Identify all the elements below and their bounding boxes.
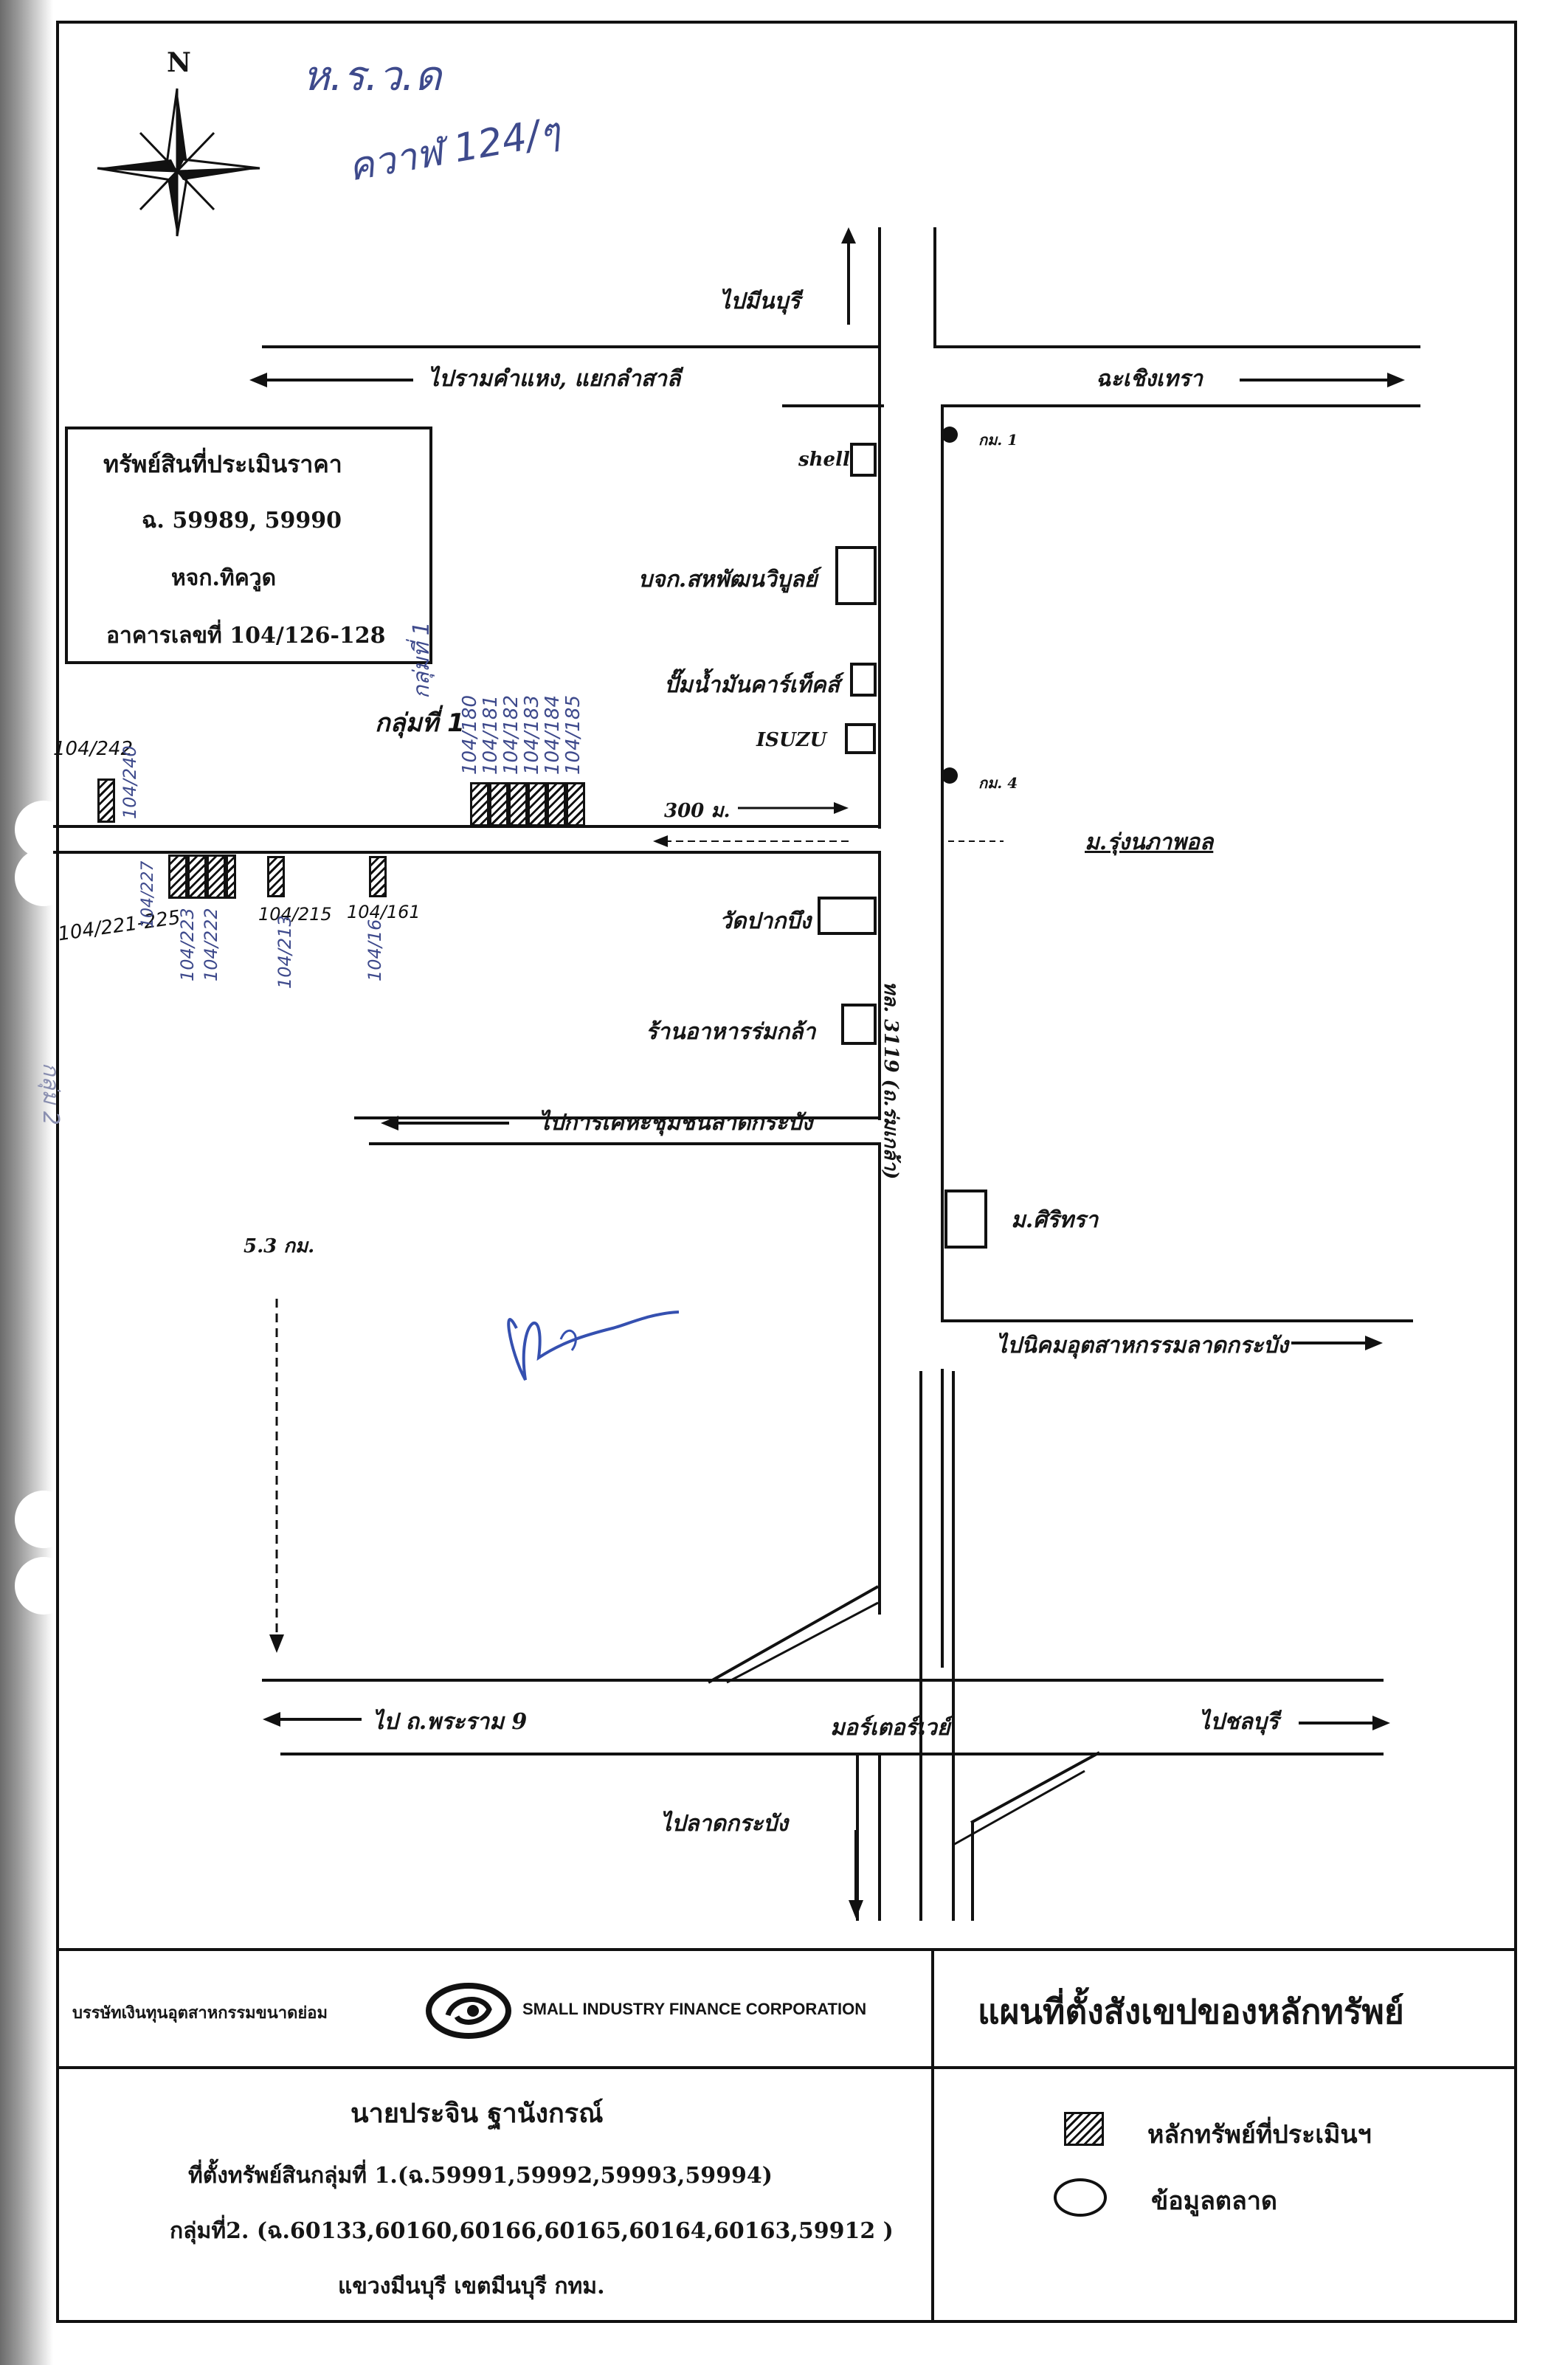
marker-isuzu bbox=[845, 723, 876, 754]
marker-shell bbox=[850, 443, 877, 477]
label-distance-300m: 300 ม. bbox=[664, 800, 731, 822]
handwritten-number: 104/213 bbox=[274, 915, 295, 989]
marker-temple bbox=[818, 897, 877, 935]
hatch-block bbox=[267, 856, 285, 897]
km-marker bbox=[942, 767, 958, 784]
label-to-chonburi: ไปชลบุรี bbox=[1199, 1709, 1279, 1735]
handwritten-note: ห.ร.ว.ด bbox=[303, 52, 442, 100]
scan-edge bbox=[0, 0, 53, 2365]
hatch-block bbox=[97, 778, 115, 823]
owner-name: นายประจิน ฐานังกรณ์ bbox=[350, 2098, 604, 2129]
legend-hatch-icon bbox=[1064, 2112, 1104, 2146]
group1-number: 104/180 bbox=[459, 694, 481, 775]
handwritten-group2: กลุ่ม 2 bbox=[38, 1063, 63, 1125]
label-to-lat-krabang-community: ไปการเคหะชุมชนลาดกระบัง bbox=[539, 1110, 813, 1136]
group1-number: 104/184 bbox=[542, 694, 564, 775]
label-isuzu: ISUZU bbox=[756, 729, 827, 751]
label-sirisa: ม.ศิริทรา bbox=[1011, 1207, 1099, 1233]
handwritten-group1: กลุ่มที่ 1 bbox=[375, 708, 465, 738]
label-distance-5-3km: 5.3 กม. bbox=[244, 1235, 315, 1257]
label-to-ramkhamhaeng: ไปรามคำแหง, แยกลำสาลี bbox=[428, 366, 681, 392]
punch-hole bbox=[15, 849, 72, 906]
label-to-industrial-estate: ไปนิคมอุตสาหกรรมลาดกระบัง bbox=[996, 1333, 1288, 1358]
marker-gas-station bbox=[850, 663, 877, 697]
legend-circle-icon bbox=[1054, 2178, 1107, 2217]
group1-number: 104/182 bbox=[500, 694, 522, 775]
handwritten-number: 104/227 bbox=[139, 860, 157, 928]
logo-icon bbox=[426, 1983, 511, 2039]
group1-location: ที่ตั้งทรัพย์สินกลุ่มที่ 1.(ฉ.59991,5999… bbox=[188, 2163, 773, 2189]
handwritten-number: 104/240 bbox=[120, 745, 140, 819]
marker-sirisa bbox=[944, 1190, 987, 1249]
company-name-english: SMALL INDUSTRY FINANCE CORPORATION bbox=[522, 2000, 867, 2018]
property-owner-short: หจก.ทิควูด bbox=[171, 565, 277, 591]
label-shell: shell bbox=[798, 449, 850, 471]
group2-location: กลุ่มที่2. (ฉ.60133,60160,60166,60165,60… bbox=[170, 2218, 894, 2244]
location-district: แขวงมีนบุรี เขตมีนบุรี กทม. bbox=[338, 2273, 605, 2299]
property-title: ทรัพย์สินที่ประเมินราคา bbox=[103, 450, 342, 478]
group1-number: 104/185 bbox=[562, 694, 584, 775]
label-km1: กม. 1 bbox=[978, 431, 1018, 449]
handwritten-number: 104/161 bbox=[347, 902, 421, 922]
map-title: แผนที่ตั้งสังเขปของหลักทรัพย์ bbox=[978, 1992, 1404, 2031]
handwritten-number: 104/242 bbox=[53, 738, 134, 760]
label-company-store: บจก.สหพัฒนวิบูลย์ bbox=[638, 567, 818, 593]
handwritten-group1-side: กลุ่มที่ 1 bbox=[409, 621, 435, 699]
legend-hatch-label: หลักทรัพย์ที่ประเมินฯ bbox=[1147, 2120, 1372, 2150]
punch-hole bbox=[15, 1557, 72, 1615]
map-frame bbox=[56, 21, 1517, 2323]
group1-number: 104/183 bbox=[521, 694, 543, 775]
company-name-thai: บรรษัทเงินทุนอุตสาหกรรมขนาดย่อม bbox=[72, 2004, 328, 2023]
label-to-lat-krabang: ไปลาดกระบัง bbox=[660, 1811, 788, 1837]
handwritten-number: 104/215 bbox=[258, 904, 332, 925]
label-restaurant: ร้านอาหารร่มกล้า bbox=[646, 1019, 816, 1045]
km-marker bbox=[942, 427, 958, 443]
label-to-minburi: ไปมีนบุรี bbox=[719, 289, 801, 314]
sifc-logo bbox=[424, 1981, 513, 2043]
property-deeds: ฉ. 59989, 59990 bbox=[142, 508, 342, 534]
label-motorway: มอร์เตอร์เวย์ bbox=[830, 1715, 950, 1741]
property-info-box: ทรัพย์สินที่ประเมินราคา ฉ. 59989, 59990 … bbox=[65, 427, 432, 664]
punch-hole bbox=[15, 1491, 72, 1548]
marker-restaurant bbox=[841, 1004, 877, 1045]
handwritten-number: 104/222 bbox=[201, 908, 221, 981]
property-building: อาคารเลขที่ 104/126-128 bbox=[106, 623, 386, 649]
group1-number: 104/181 bbox=[480, 694, 502, 775]
handwritten-number: 104/16 bbox=[365, 919, 385, 981]
label-gas-station: ปั๊มน้ำมันคาร์เท็คส์ bbox=[664, 672, 840, 698]
label-road-3119: ทล. 3119 (ถ.ร่มเกล้า) bbox=[880, 981, 902, 1180]
legend-circle-label: ข้อมูลตลาด bbox=[1151, 2186, 1277, 2216]
handwritten-number: 104/223 bbox=[177, 908, 198, 981]
marker-company-store bbox=[835, 546, 877, 605]
label-km4: กม. 4 bbox=[978, 774, 1018, 792]
north-label: N bbox=[167, 47, 191, 78]
label-village: ม.รุ่งนภาพอล bbox=[1085, 829, 1214, 855]
label-temple: วัดปากบึง bbox=[719, 908, 812, 934]
hatch-block bbox=[369, 856, 387, 897]
label-to-rama9: ไป ถ.พระราม 9 bbox=[373, 1709, 528, 1735]
label-to-chachoengsao: ฉะเชิงเทรา bbox=[1096, 366, 1203, 392]
